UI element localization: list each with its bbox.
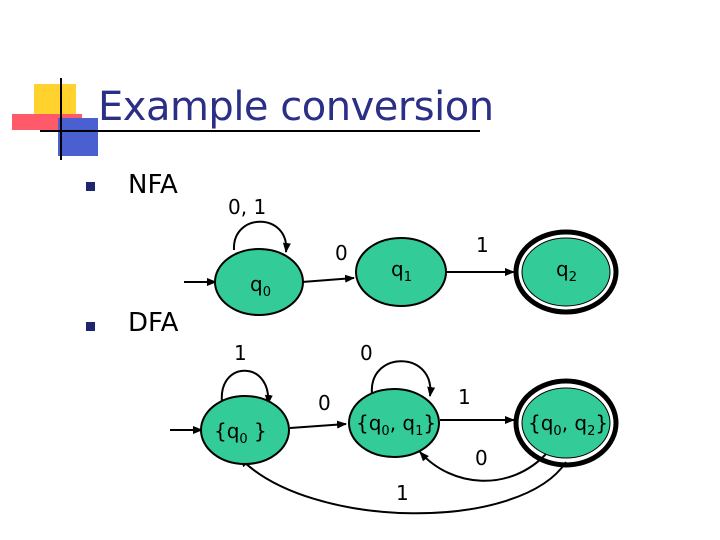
dfa-state-d1-label: {q0, q1} <box>356 411 436 439</box>
bullet-marker-dfa <box>86 322 95 331</box>
dfa-edge-d1-loop-label: 0 <box>360 341 373 365</box>
bullet-label-nfa: NFA <box>128 170 178 200</box>
nfa-edge-q0-q1-label: 0 <box>335 241 348 265</box>
nfa-state-q2-label: q2 <box>556 257 577 285</box>
nfa-state-q0 <box>214 248 304 316</box>
dfa-state-d2 <box>521 387 611 459</box>
dfa-state-d0 <box>200 395 290 465</box>
deco-blue-square <box>58 118 98 156</box>
dfa-edge-d2-d0 <box>239 457 567 515</box>
nfa-state-q2-outer-ring <box>513 229 619 315</box>
dfa-state-d2-outer-ring <box>513 378 619 468</box>
nfa-edge-q0-q1 <box>301 274 355 283</box>
dfa-edge-d0-loop <box>220 369 273 405</box>
dfa-edge-d0-d1 <box>289 420 347 429</box>
dfa-state-d2-label: {q0, q2} <box>528 411 608 439</box>
dfa-edge-d2-d1 <box>419 451 547 482</box>
dfa-state-d0-label: {q0 } <box>214 419 267 447</box>
dfa-edge-d1-loop <box>370 360 436 397</box>
dfa-edge-d2-d1-label: 0 <box>475 446 488 470</box>
nfa-state-q0-label: q0 <box>250 272 271 300</box>
nfa-state-q1 <box>355 237 447 307</box>
page-title: Example conversion <box>98 84 494 130</box>
dfa-edge-d0-d1-label: 0 <box>318 391 331 415</box>
deco-vertical-rule <box>60 78 62 160</box>
dfa-edge-d0-loop-label: 1 <box>234 341 247 365</box>
dfa-edge-d1-d2-label: 1 <box>458 385 471 409</box>
nfa-edge-q1-q2-label: 1 <box>476 233 489 257</box>
title-underline <box>40 130 480 132</box>
bullet-marker-nfa <box>86 182 95 191</box>
nfa-edge-q0-loop-label: 0, 1 <box>228 195 266 219</box>
bullet-label-dfa: DFA <box>128 308 179 338</box>
dfa-edge-d2-d0-label: 1 <box>396 481 409 505</box>
nfa-state-q2 <box>521 237 611 307</box>
nfa-edge-q0-loop <box>232 220 291 253</box>
nfa-state-q1-label: q1 <box>391 257 412 285</box>
dfa-state-d1 <box>348 388 440 458</box>
